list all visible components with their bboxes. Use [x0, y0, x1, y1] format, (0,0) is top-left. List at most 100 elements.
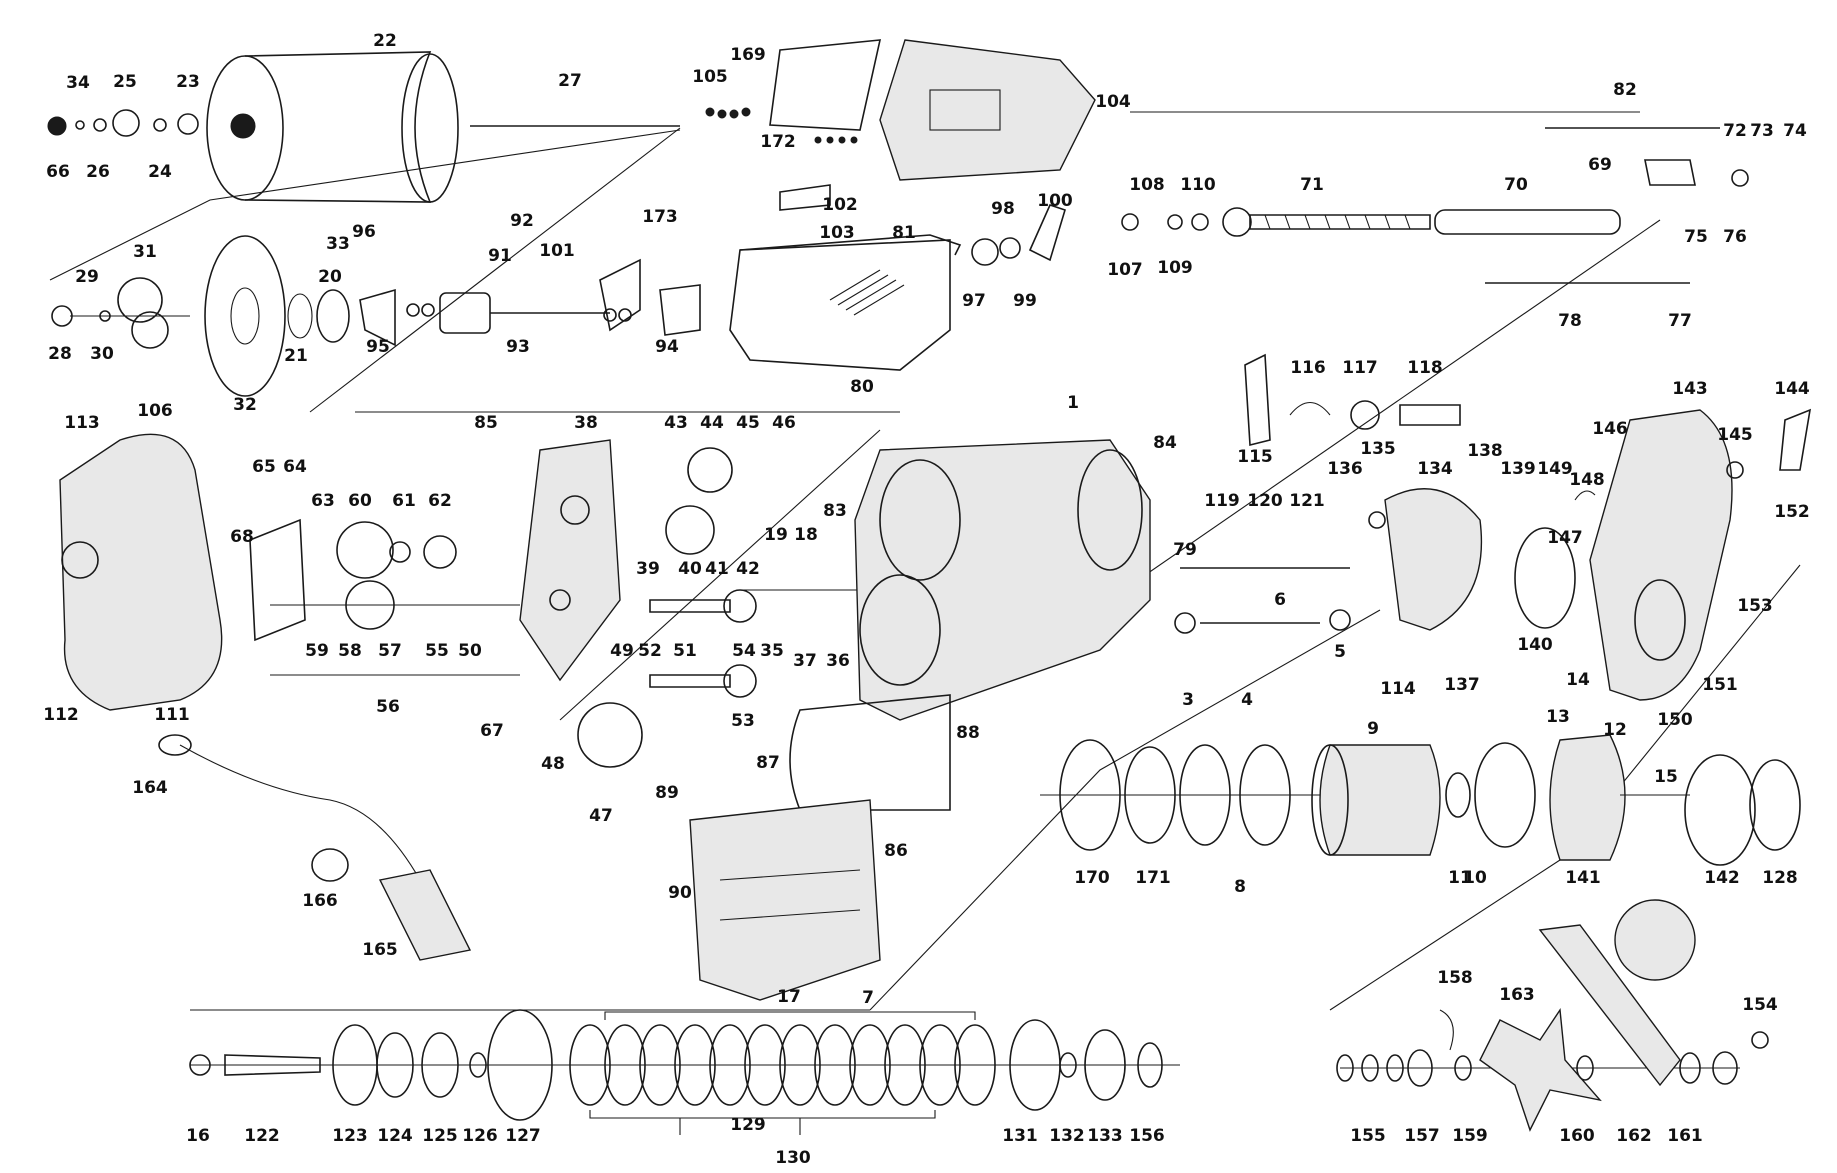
part-number-label: 153 [1737, 596, 1773, 616]
part-number-label: 33 [326, 234, 350, 254]
part-number-label: 99 [1013, 291, 1037, 311]
part-number-label: 22 [373, 31, 397, 51]
part-number-label: 93 [506, 337, 530, 357]
washer-3 [1174, 612, 1196, 634]
part-number-label: 16 [186, 1126, 210, 1146]
part-number-label: 87 [756, 753, 780, 773]
part-number-label: 30 [90, 344, 114, 364]
plate-80-top [739, 234, 962, 256]
gear-54 [723, 589, 757, 623]
part-number-label: 158 [1437, 968, 1473, 988]
part-number-label: 129 [730, 1115, 766, 1135]
part-number-label: 135 [1360, 439, 1396, 459]
part-number-label: 104 [1095, 92, 1131, 112]
part-number-label: 77 [1668, 311, 1692, 331]
part-number-label: 107 [1107, 260, 1143, 280]
part-number-label: 67 [480, 721, 504, 741]
washer-26 [93, 118, 107, 132]
oring-8 [1445, 772, 1471, 818]
part-number-label: 5 [1334, 642, 1346, 662]
part-number-label: 164 [132, 778, 168, 798]
gear-53 [723, 664, 757, 698]
part-number-label: 142 [1704, 868, 1740, 888]
part-number-label: 71 [1300, 175, 1324, 195]
lever-144 [1779, 408, 1812, 471]
screw-163 [1751, 1031, 1769, 1049]
part-number-labels: 22 27 34 25 23 66 26 24 169 105 172 104 … [43, 31, 1810, 1168]
part-number-label: 45 [736, 413, 760, 433]
guide-69 [1644, 159, 1696, 186]
part-number-label: 96 [352, 222, 376, 242]
part-number-label: 157 [1404, 1126, 1440, 1146]
oring-21 [287, 293, 313, 339]
star-158 [1479, 1007, 1602, 1132]
part-number-label: 110 [1180, 175, 1216, 195]
part-number-label: 143 [1672, 379, 1708, 399]
part-number-label: 13 [1546, 707, 1570, 727]
cross-gear-assembly [51, 235, 350, 397]
part-number-label: 94 [655, 337, 679, 357]
washer-98 [999, 237, 1021, 259]
part-number-label: 105 [692, 67, 728, 87]
bracket-101 [599, 258, 641, 332]
part-number-label: 59 [305, 641, 329, 661]
plug-166 [311, 848, 349, 882]
part-number-label: 151 [1702, 675, 1738, 695]
side-cover-106 [59, 433, 472, 961]
gear-44 [687, 447, 733, 493]
worm-71 [1249, 214, 1431, 230]
part-number-label: 119 [1204, 491, 1240, 511]
part-number-label: 172 [760, 132, 796, 152]
part-number-label: 76 [1723, 227, 1747, 247]
plate-143 [1589, 409, 1733, 701]
part-number-label: 134 [1417, 459, 1453, 479]
part-number-label: 35 [760, 641, 784, 661]
part-number-label: 21 [284, 346, 308, 366]
part-number-label: 100 [1037, 191, 1073, 211]
part-number-label: 154 [1742, 995, 1778, 1015]
gear-40 [665, 505, 715, 555]
part-number-label: 118 [1407, 358, 1443, 378]
part-number-label: 40 [678, 559, 702, 579]
part-number-label: 125 [422, 1126, 458, 1146]
part-number-label: 51 [673, 641, 697, 661]
part-number-label: 114 [1380, 679, 1416, 699]
part-number-label: 131 [1002, 1126, 1038, 1146]
part-number-label: 103 [819, 223, 855, 243]
part-number-label: 75 [1684, 227, 1708, 247]
part-number-label: 155 [1350, 1126, 1386, 1146]
bearing-23 [177, 113, 199, 135]
part-number-label: 83 [823, 501, 847, 521]
part-number-label: 62 [428, 491, 452, 511]
part-number-label: 113 [64, 413, 100, 433]
cover-87 [789, 694, 951, 811]
part-number-label: 28 [48, 344, 72, 364]
pinion-53 [649, 674, 731, 688]
gear-31b [131, 311, 169, 349]
springs-118 [1399, 404, 1461, 426]
part-number-label: 24 [148, 162, 172, 182]
worm-threads [1264, 214, 1411, 230]
part-number-label: 120 [1247, 491, 1283, 511]
part-number-label: 91 [488, 246, 512, 266]
bearing-20 [316, 289, 350, 343]
part-number-label: 15 [1654, 767, 1678, 787]
part-number-label: 37 [793, 651, 817, 671]
part-number-label: 25 [113, 72, 137, 92]
washer-159 [1576, 1055, 1594, 1081]
gearbox-assembly [249, 439, 757, 768]
washer-24 [153, 118, 167, 132]
sleeve-93 [439, 292, 491, 334]
part-number-label: 39 [636, 559, 660, 579]
part-number-label: 23 [176, 72, 200, 92]
part-number-label: 126 [462, 1126, 498, 1146]
part-number-label: 162 [1616, 1126, 1652, 1146]
part-number-label: 139 [1500, 459, 1536, 479]
part-number-label: 54 [732, 641, 756, 661]
washer-157 [1454, 1055, 1472, 1081]
part-number-label: 8 [1234, 877, 1246, 897]
part-number-label: 4 [1241, 690, 1253, 710]
part-number-label: 56 [376, 697, 400, 717]
bearing-97 [971, 238, 999, 266]
shaft-16 [224, 1054, 321, 1076]
